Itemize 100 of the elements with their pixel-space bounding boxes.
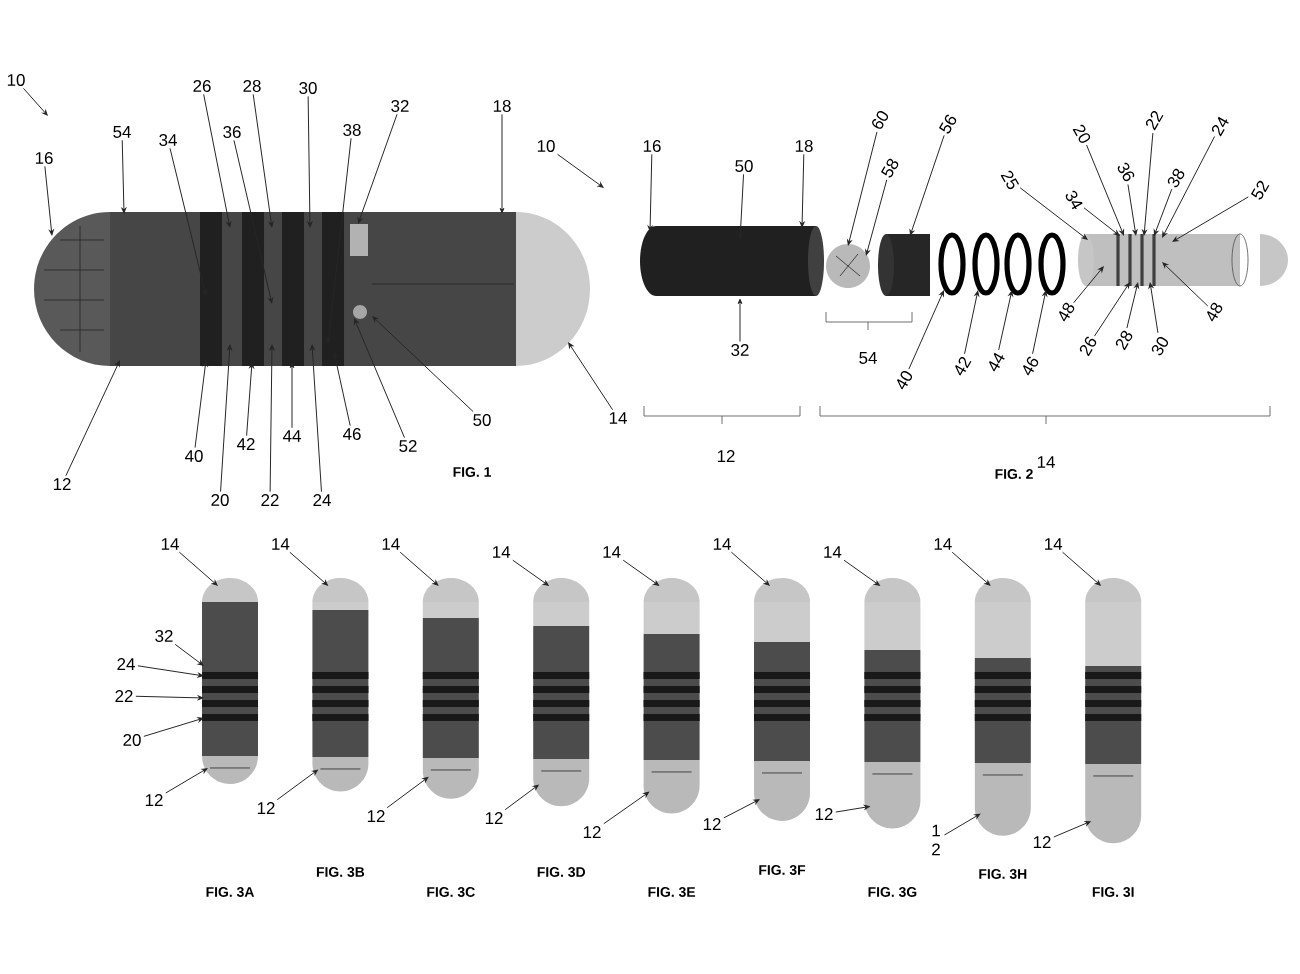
callout-number: 58: [880, 158, 899, 178]
capsule-drawing: [312, 578, 369, 792]
callout-number: 10: [537, 140, 555, 152]
leader-line: [194, 360, 208, 449]
callout-number: 30: [1151, 337, 1169, 356]
leader-line: [557, 153, 604, 188]
leader-line: [203, 93, 232, 228]
leader-line: [737, 298, 743, 343]
callout-number: 14: [161, 538, 179, 550]
callout-number: 34: [159, 134, 177, 146]
callout-number: 24: [117, 658, 135, 670]
leader-line: [143, 717, 204, 737]
callout-number: 16: [643, 140, 661, 152]
callout-number: 22: [1145, 110, 1164, 131]
callout-number: 14: [934, 538, 952, 550]
cylinder-drawing: [640, 226, 824, 296]
callout-number: 12: [257, 802, 275, 814]
capsule-drawing: [974, 578, 1031, 836]
leader-line: [943, 813, 981, 836]
callout-number: 14: [1037, 456, 1055, 468]
callout-number: 52: [1250, 180, 1270, 200]
capsule-drawing: [643, 578, 700, 814]
callout-number: 48: [1059, 302, 1075, 322]
leader-line: [269, 344, 275, 493]
leader-line: [44, 165, 54, 236]
callout-number: 22: [115, 690, 133, 702]
callout-number: 14: [609, 412, 627, 424]
leader-line: [603, 791, 650, 825]
leader-line: [512, 559, 549, 586]
leader-line: [568, 342, 614, 411]
callout-number: 14: [272, 538, 290, 550]
callout-number: 20: [123, 734, 141, 746]
callout-number: 54: [113, 126, 131, 138]
callout-number: 26: [1079, 336, 1097, 357]
callout-number: 18: [493, 100, 511, 112]
callout-number: 25: [1000, 170, 1020, 190]
leader-line: [1073, 266, 1104, 304]
leader-line: [951, 551, 991, 586]
callout-number: 46: [342, 428, 361, 440]
callout-number: 12: [145, 794, 163, 806]
callout-number: 42: [236, 438, 255, 450]
leader-line: [165, 768, 208, 794]
callout-number: 32: [391, 100, 409, 112]
callout-number: 12: [53, 478, 71, 490]
tube-drawing: [1078, 232, 1249, 288]
callout-number: 12: [815, 808, 833, 820]
leader-line: [399, 551, 439, 586]
dome-drawing: [1260, 234, 1288, 286]
callout-number: 24: [313, 494, 331, 506]
leader-line: [252, 93, 274, 228]
leader-line: [357, 113, 398, 224]
ring-drawing: [972, 232, 1000, 296]
leader-line: [1142, 132, 1154, 236]
callout-number: 14: [824, 546, 842, 558]
leader-line: [1148, 282, 1159, 334]
leader-line: [353, 318, 405, 439]
callout-number: 10: [7, 74, 25, 86]
leader-line: [276, 769, 318, 801]
leader-line: [1172, 196, 1249, 242]
leader-line: [220, 344, 232, 493]
callout-number: 14: [382, 538, 400, 550]
ring-drawing: [1004, 232, 1032, 296]
callout-number: 12: [367, 810, 385, 822]
leader-line: [1032, 290, 1048, 355]
callout-number: 60: [872, 111, 889, 129]
callout-number: 48: [1207, 302, 1223, 322]
leader-line: [65, 360, 120, 477]
leader-line: [1086, 144, 1125, 236]
leader-line: [372, 316, 474, 413]
callout-number: 18: [795, 140, 813, 152]
callout-number: 50: [735, 160, 753, 172]
capsule-drawing: [202, 578, 258, 784]
leader-line: [121, 139, 127, 214]
leader-line: [246, 362, 254, 437]
sphere-drawing: [826, 244, 870, 288]
leader-line: [1062, 551, 1101, 586]
leader-line: [908, 290, 944, 370]
leader-line: [1162, 136, 1216, 238]
callout-number: 24: [1211, 116, 1229, 137]
capsule-drawing: [1085, 578, 1142, 844]
callout-number: 14: [713, 538, 731, 550]
leader-line: [730, 551, 770, 586]
callout-number: 22: [261, 494, 279, 506]
leader-line: [233, 139, 274, 304]
callout-number: 12: [583, 826, 601, 838]
callout-number: 16: [35, 152, 53, 164]
leader-line: [174, 643, 204, 666]
leader-line: [865, 179, 888, 256]
callout-number: 14: [493, 546, 511, 558]
capsule-drawing: [533, 578, 590, 807]
capsule-drawing: [754, 578, 810, 821]
callout-number: 12: [485, 812, 503, 824]
callout-number: 30: [299, 82, 317, 94]
leader-line: [289, 551, 328, 586]
callout-number: 42: [955, 356, 972, 376]
leader-line: [1126, 282, 1139, 329]
callout-number: 12: [1033, 836, 1051, 848]
callout-number: 44: [282, 430, 301, 442]
cylinder-drawing: [878, 234, 930, 296]
ring-drawing: [1038, 232, 1066, 296]
